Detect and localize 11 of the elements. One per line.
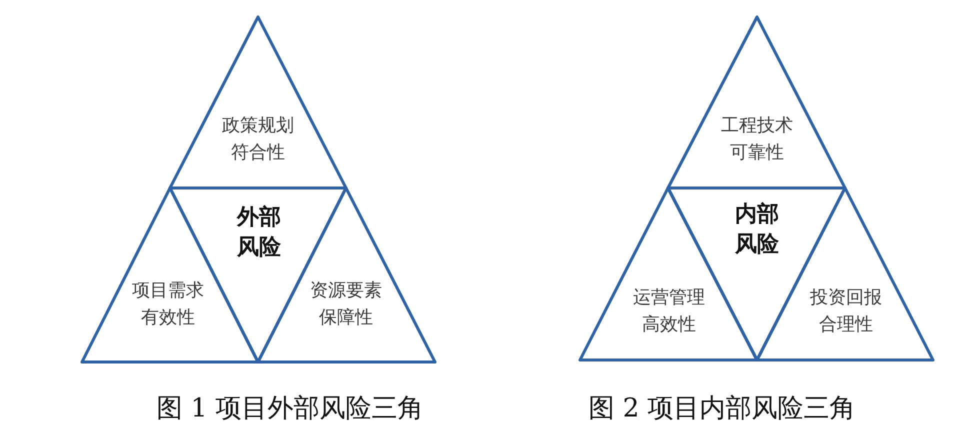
segment-label: 政策规划符合性 [220,114,295,165]
segment-label: 投资回报合理性 [808,286,883,337]
segment-label: 项目需求有效性 [130,279,205,330]
segment-label: 运营管理高效性 [632,286,706,337]
center-label: 外部风险 [236,204,282,262]
figure-caption: 图 2 项目内部风险三角 [588,392,856,426]
segment-label: 资源要素保障性 [308,279,383,330]
triangle-segment [80,186,260,364]
center-label: 内部风险 [734,201,780,259]
figure-caption: 图 1 项目外部风险三角 [156,392,424,426]
segment-label: 工程技术可靠性 [720,114,794,165]
